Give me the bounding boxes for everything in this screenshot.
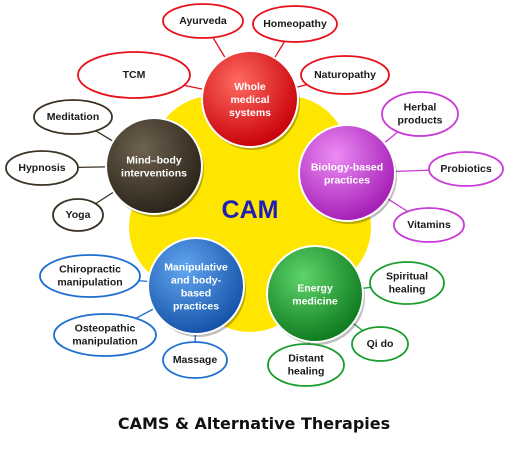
leaf-ellipse bbox=[53, 313, 157, 357]
leaf-homeopathy-line: Homeopathy bbox=[263, 18, 327, 30]
leaf-ellipse bbox=[351, 326, 409, 362]
hub-circle bbox=[298, 124, 396, 222]
leaf-distant-healing-line: Distant bbox=[288, 353, 324, 365]
leaf-qi-do: Qi do bbox=[351, 326, 409, 362]
leaf-yoga-line: Yoga bbox=[66, 209, 91, 221]
leaf-osteopathic-manipulation-line: Osteopathic bbox=[75, 323, 136, 335]
leaf-probiotics-line: Probiotics bbox=[440, 163, 492, 175]
hub-manipulative-and-body-based-practices-line: based bbox=[181, 288, 211, 300]
leaf-vitamins-line: Vitamins bbox=[407, 219, 451, 231]
leaf-ellipse bbox=[393, 207, 465, 243]
leaf-tcm: TCM bbox=[77, 51, 191, 99]
leaf-ellipse bbox=[267, 343, 345, 387]
leaf-distant-healing-line: healing bbox=[288, 366, 325, 378]
hub-manipulative-and-body-based-practices-line: practices bbox=[173, 301, 219, 313]
leaf-ellipse bbox=[33, 99, 113, 135]
hub-circle bbox=[266, 245, 364, 343]
leaf-ellipse bbox=[162, 341, 228, 379]
diagram-caption: CAMS & Alternative Therapies bbox=[117, 414, 391, 433]
leaf-naturopathy: Naturopathy bbox=[300, 55, 390, 95]
leaf-meditation-line: Meditation bbox=[47, 111, 100, 123]
hub-whole-medical-systems-line: systems bbox=[229, 107, 271, 119]
leaf-spiritual-healing-line: Spiritual bbox=[386, 271, 428, 283]
leaf-ellipse bbox=[428, 151, 504, 187]
hub-mind-body-interventions-line: interventions bbox=[121, 168, 187, 180]
leaf-ellipse bbox=[77, 51, 191, 99]
hub-manipulative-and-body-based-practices-line: Manipulative bbox=[164, 262, 228, 274]
hub-circle bbox=[147, 237, 245, 335]
leaf-spiritual-healing-line: healing bbox=[389, 284, 426, 296]
leaf-hypnosis-line: Hypnosis bbox=[18, 162, 65, 174]
leaf-meditation: Meditation bbox=[33, 99, 113, 135]
leaf-ellipse bbox=[369, 261, 445, 305]
leaf-herbal-products-line: products bbox=[398, 115, 443, 127]
cam-center-label: CAM bbox=[222, 196, 279, 224]
leaf-ayurveda: Ayurveda bbox=[162, 3, 244, 39]
leaf-ellipse bbox=[300, 55, 390, 95]
leaf-homeopathy: Homeopathy bbox=[252, 5, 338, 43]
hub-circle bbox=[201, 50, 299, 148]
leaf-ellipse bbox=[5, 150, 79, 186]
leaf-massage-line: Massage bbox=[173, 354, 218, 366]
leaf-hypnosis: Hypnosis bbox=[5, 150, 79, 186]
leaf-qi-do-line: Qi do bbox=[367, 338, 394, 350]
leaf-naturopathy-line: Naturopathy bbox=[314, 69, 376, 81]
hub-whole-medical-systems-line: medical bbox=[230, 94, 269, 106]
leaf-ellipse bbox=[252, 5, 338, 43]
leaf-ellipse bbox=[162, 3, 244, 39]
leaf-massage: Massage bbox=[162, 341, 228, 379]
leaf-chiropractic-manipulation-line: manipulation bbox=[57, 277, 122, 289]
hub-whole-medical-systems-line: Whole bbox=[234, 81, 266, 93]
hub-manipulative-and-body-based-practices-line: and body- bbox=[171, 275, 222, 287]
leaf-ellipse bbox=[381, 91, 459, 137]
leaf-ayurveda-line: Ayurveda bbox=[179, 15, 227, 27]
leaf-vitamins: Vitamins bbox=[393, 207, 465, 243]
leaf-yoga: Yoga bbox=[52, 198, 104, 232]
hub-biology-based-practices-line: practices bbox=[324, 175, 370, 187]
hub-mind-body-interventions-line: Mind–body bbox=[126, 155, 182, 167]
leaf-ellipse bbox=[39, 254, 141, 298]
hub-energy-medicine-line: medicine bbox=[292, 296, 338, 308]
leaf-osteopathic-manipulation-line: manipulation bbox=[72, 336, 137, 348]
leaf-probiotics: Probiotics bbox=[428, 151, 504, 187]
hub-energy-medicine-line: Energy bbox=[297, 283, 333, 295]
leaf-chiropractic-manipulation-line: Chiropractic bbox=[59, 264, 121, 276]
leaf-ellipse bbox=[52, 198, 104, 232]
hub-biology-based-practices-line: Biology-based bbox=[311, 162, 383, 174]
leaf-herbal-products-line: Herbal bbox=[404, 102, 437, 114]
leaf-tcm-line: TCM bbox=[123, 69, 146, 81]
hub-circle bbox=[105, 117, 203, 215]
